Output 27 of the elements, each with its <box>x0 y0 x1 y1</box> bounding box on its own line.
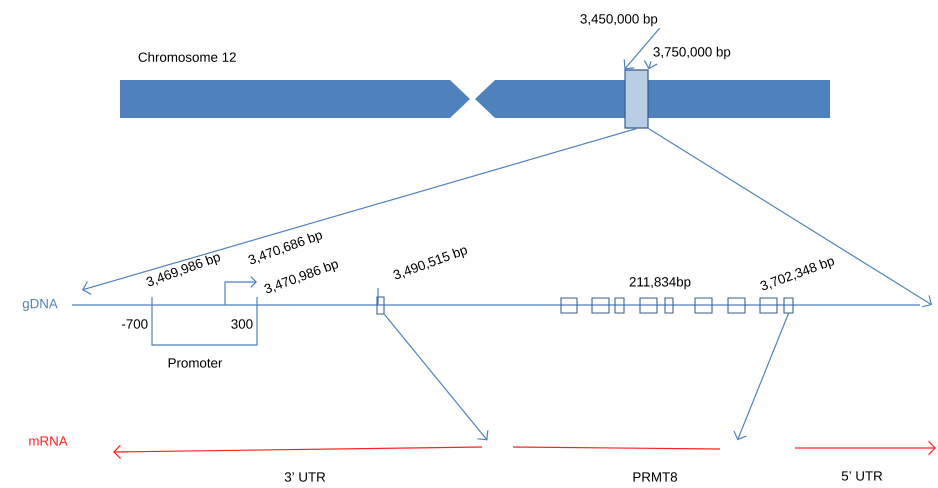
arrow <box>648 128 932 308</box>
exon-box <box>591 297 610 314</box>
strand-label: mRNA <box>29 436 68 446</box>
region-label: Promoter <box>168 358 222 368</box>
exon-box <box>694 297 713 314</box>
length-label: 211,834bp <box>630 276 690 290</box>
arrow <box>733 313 790 440</box>
exon-box <box>614 297 625 314</box>
segment-label: 5’ UTR <box>842 471 882 481</box>
exon-box <box>759 297 778 314</box>
segment-label: PRMT8 <box>634 472 678 482</box>
exon-box <box>376 296 385 315</box>
arrow <box>624 28 660 70</box>
tick-label: 300 <box>231 319 253 329</box>
exon-box <box>639 297 658 314</box>
exon-box <box>664 297 674 314</box>
arrow <box>82 128 637 295</box>
exon-box <box>783 297 794 314</box>
exon-box <box>727 297 746 314</box>
chromosome-label: Chromosome 12 <box>138 52 236 62</box>
position-label: 3,750,000 bp <box>653 46 730 60</box>
position-label: 3,450,000 bp <box>580 14 658 26</box>
segment-label: 3’ UTR <box>284 472 326 482</box>
tick-label: -700 <box>122 319 148 329</box>
strand-label: gDNA <box>22 299 58 311</box>
arrow <box>384 314 488 440</box>
exon-box <box>560 297 578 314</box>
